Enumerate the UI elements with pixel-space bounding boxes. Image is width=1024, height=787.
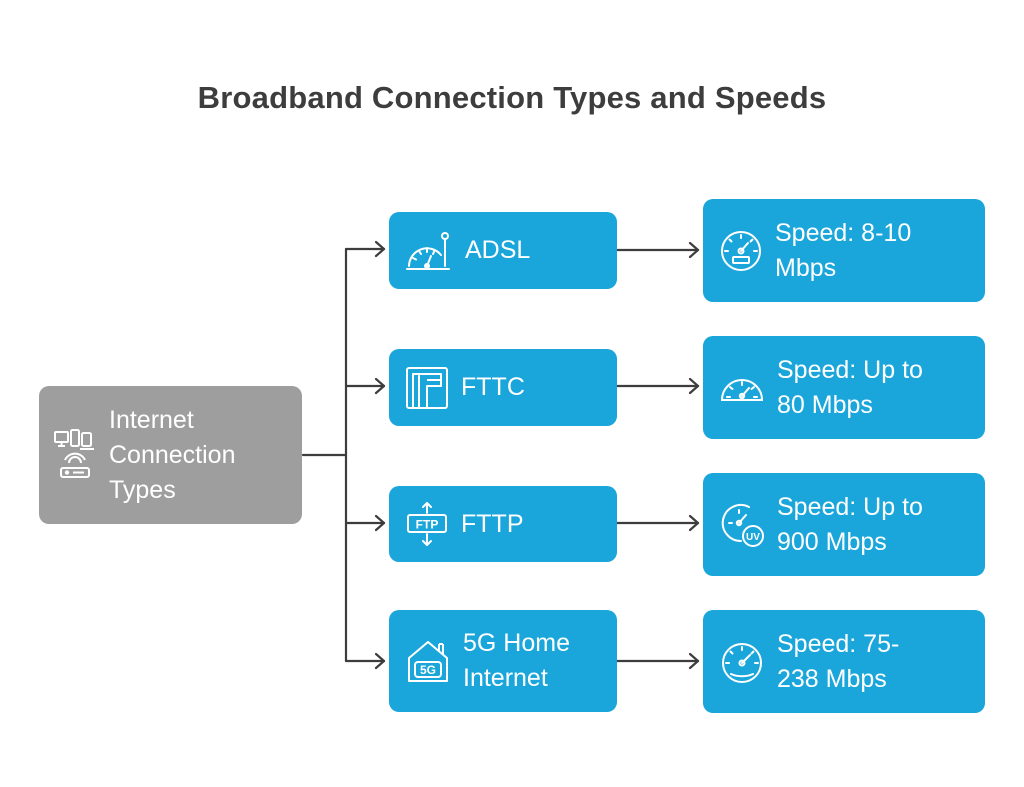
speed-node-adsl: Speed: 8-10 Mbps (703, 199, 985, 302)
cabinet-pipe-icon (405, 365, 449, 411)
ftp-arrows-icon: FTP (405, 501, 449, 547)
svg-text:5G: 5G (420, 663, 436, 677)
dial-antenna-icon (405, 230, 453, 272)
speedometer-wide-icon (719, 641, 765, 683)
speed-label-fttp: Speed: Up to 900 Mbps (777, 492, 923, 556)
arrowhead-adsl (374, 240, 386, 258)
arrowhead-fttc (374, 377, 386, 395)
speed-node-fttc: Speed: Up to 80 Mbps (703, 336, 985, 439)
speed-node-fttp: UV Speed: Up to 900 Mbps (703, 473, 985, 576)
page-title: Broadband Connection Types and Speeds (197, 80, 827, 115)
speed-node-5g-home-internet: Speed: 75- 238 Mbps (703, 610, 985, 713)
svg-text:UV: UV (746, 532, 760, 543)
devices-router-icon (53, 428, 99, 482)
speed-arrowhead-fttc (688, 377, 700, 395)
type-label-fttp: FTTP (461, 509, 524, 538)
type-node-adsl: ADSL (389, 212, 617, 289)
type-label-fttc: FTTC (461, 373, 525, 401)
speed-label-5g-home-internet: Speed: 75- 238 Mbps (777, 629, 900, 693)
svg-text:FTP: FTP (416, 518, 439, 532)
arrowhead-fttp (374, 514, 386, 532)
type-label-5g-home-internet: 5G Home Internet (463, 629, 570, 692)
arrowhead-5g (374, 652, 386, 670)
speedometer-icon (719, 370, 765, 406)
house-5g-icon: 5G (405, 638, 451, 684)
speed-label-adsl: Speed: 8-10 Mbps (775, 218, 912, 282)
root-label: Internet Connection Types (109, 405, 236, 504)
speed-arrowhead-5g (688, 652, 700, 670)
speed-label-fttc: Speed: Up to 80 Mbps (777, 355, 923, 419)
type-label-adsl: ADSL (465, 236, 531, 264)
speedometer-display-icon (719, 229, 763, 273)
speed-arrowhead-adsl (688, 241, 700, 259)
type-node-fttp: FTP FTTP (389, 486, 617, 562)
root-node-internet-connection-types: Internet Connection Types (39, 386, 302, 524)
speedometer-badge-icon: UV (719, 502, 765, 548)
type-node-fttc: FTTC (389, 349, 617, 426)
speed-arrowhead-fttp (688, 514, 700, 532)
type-node-5g-home-internet: 5G 5G Home Internet (389, 610, 617, 712)
